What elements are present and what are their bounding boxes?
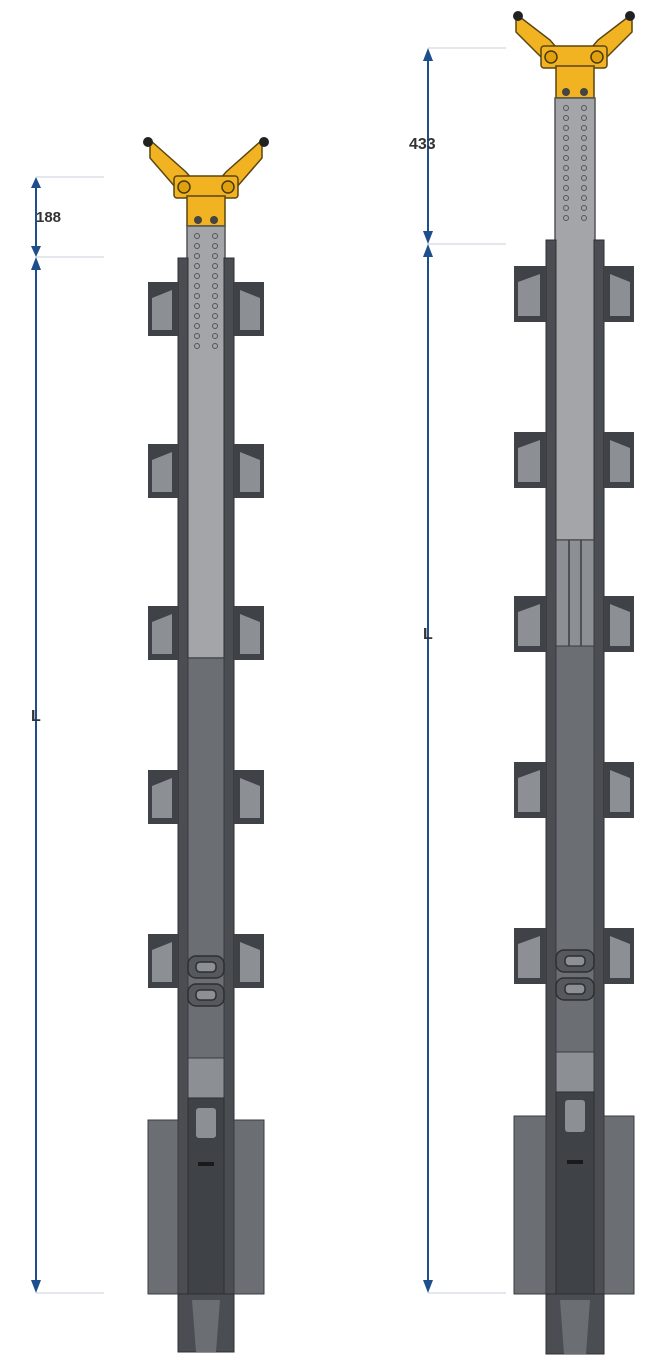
left-bracket-2 <box>148 444 264 498</box>
right-extension-dimension <box>423 48 433 244</box>
right-pin-holes <box>563 105 587 221</box>
right-extension-label: 433 <box>409 136 436 153</box>
right-bracket-1 <box>514 266 634 322</box>
right-base <box>513 1051 635 1355</box>
left-collar <box>187 955 225 1007</box>
right-post: 433 L <box>409 11 635 1355</box>
right-length-label: L <box>423 626 433 643</box>
left-extension-label: 188 <box>36 209 61 226</box>
left-fork-head <box>143 137 269 227</box>
right-inner-tube <box>554 97 596 541</box>
right-bracket-4 <box>514 762 634 818</box>
left-pin-holes <box>194 233 218 349</box>
left-brackets <box>148 282 264 988</box>
left-post: 188 L <box>31 137 269 1353</box>
right-bracket-5 <box>514 928 634 984</box>
right-dimension-guides <box>428 47 506 1294</box>
left-length-label: L <box>31 708 41 725</box>
left-bracket-4 <box>148 770 264 824</box>
left-bracket-1 <box>148 282 264 336</box>
right-bracket-2 <box>514 432 634 488</box>
right-collar <box>555 949 595 1001</box>
right-bracket-3 <box>514 596 634 652</box>
left-bracket-5 <box>148 934 264 988</box>
left-inner-tube <box>186 225 226 659</box>
left-bracket-3 <box>148 606 264 660</box>
left-dimension-guides <box>36 176 104 1294</box>
left-extension-dimension <box>31 177 41 257</box>
right-length-dimension <box>423 244 433 1293</box>
right-fork-head <box>513 11 635 99</box>
left-base <box>147 1057 265 1353</box>
left-length-dimension <box>31 257 41 1293</box>
right-brackets <box>514 266 634 984</box>
